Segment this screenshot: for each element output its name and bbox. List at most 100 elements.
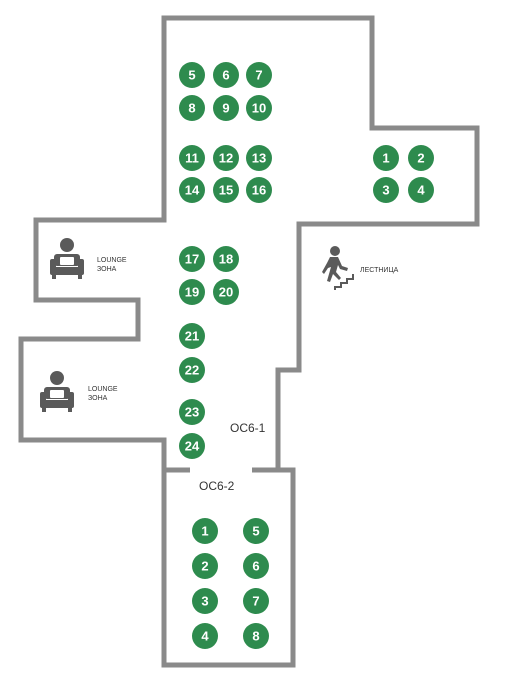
desk-marker [179,399,205,425]
desk-marker [213,95,239,121]
desk-number: 23 [185,405,199,420]
oc6-1-desk-7[interactable]: 7 [246,62,272,88]
oc6-1-desk-19[interactable]: 19 [179,279,205,305]
desk-marker [213,246,239,272]
stairs-icon [322,246,354,290]
oc6-1-desk-5[interactable]: 5 [179,62,205,88]
oc6-1-desk-4[interactable]: 4 [408,177,434,203]
desk-marker [243,518,269,544]
desk-marker [246,145,272,171]
lounge-armchair-icon [50,238,84,279]
desk-marker [179,177,205,203]
oc6-1-desk-15[interactable]: 15 [213,177,239,203]
oc6-1-desk-16[interactable]: 16 [246,177,272,203]
desk-marker [179,279,205,305]
desk-number: 15 [219,183,233,198]
oc6-1-desk-3[interactable]: 3 [373,177,399,203]
oc6-1-desk-22[interactable]: 22 [179,357,205,383]
desk-marker [192,518,218,544]
wall-oc6-1 [18,15,480,470]
stairs-label: ЛЕСТНИЦА [360,267,399,274]
desk-number: 7 [255,68,262,83]
oc6-1-desk-23[interactable]: 23 [179,399,205,425]
desk-number: 2 [201,559,208,574]
desk-number: 13 [252,151,266,166]
desk-number: 14 [185,183,200,198]
desk-number: 9 [222,101,229,116]
oc6-1-desk-14[interactable]: 14 [179,177,205,203]
desk-number: 4 [201,629,209,644]
oc6-2-desk-6[interactable]: 6 [243,553,269,579]
oc6-1-desk-8[interactable]: 8 [179,95,205,121]
oc6-2-desk-7[interactable]: 7 [243,588,269,614]
desk-marker [192,553,218,579]
desk-number: 12 [219,151,233,166]
desk-marker [246,177,272,203]
desk-number: 5 [188,68,195,83]
desk-number: 3 [201,594,208,609]
desk-marker [179,357,205,383]
desk-number: 20 [219,285,233,300]
oc6-2-desk-4[interactable]: 4 [192,623,218,649]
desk-marker [373,177,399,203]
desk-marker [213,145,239,171]
desk-number: 8 [252,629,259,644]
desk-marker [243,588,269,614]
oc6-2-desk-5[interactable]: 5 [243,518,269,544]
desk-marker [179,62,205,88]
desk-number: 1 [382,151,389,166]
oc6-1-desk-13[interactable]: 13 [246,145,272,171]
desk-marker [246,62,272,88]
lounge-armchair-icon [40,371,74,412]
zone-label-oc6-2: ОС6-2 [199,479,235,493]
desk-number: 19 [185,285,199,300]
lounge-bottom-line1: LOUNGE [88,386,118,393]
desk-number: 10 [252,101,266,116]
desk-number: 17 [185,252,199,267]
desk-number: 6 [222,68,229,83]
desk-marker [373,145,399,171]
oc6-1-desk-9[interactable]: 9 [213,95,239,121]
desk-number: 2 [417,151,424,166]
oc6-1-desk-12[interactable]: 12 [213,145,239,171]
oc6-1-desk-20[interactable]: 20 [213,279,239,305]
desk-marker [246,95,272,121]
oc6-2-desk-3[interactable]: 3 [192,588,218,614]
desk-number: 8 [188,101,195,116]
oc6-1-desk-1[interactable]: 1 [373,145,399,171]
desk-number: 4 [417,183,425,198]
desk-marker [213,279,239,305]
oc6-2-desk-8[interactable]: 8 [243,623,269,649]
oc6-1-desk-6[interactable]: 6 [213,62,239,88]
desk-number: 3 [382,183,389,198]
desk-marker [179,145,205,171]
desk-marker [243,553,269,579]
desk-number: 1 [201,524,208,539]
zone-label-oc6-1: ОС6-1 [230,421,266,435]
desk-number: 6 [252,559,259,574]
desk-number: 5 [252,524,259,539]
desk-marker [213,62,239,88]
oc6-1-desk-17[interactable]: 17 [179,246,205,272]
oc6-1-desk-21[interactable]: 21 [179,323,205,349]
oc6-1-desk-24[interactable]: 24 [179,433,205,459]
oc6-1-desk-10[interactable]: 10 [246,95,272,121]
desk-marker [192,588,218,614]
oc6-2-desk-1[interactable]: 1 [192,518,218,544]
desk-number: 21 [185,329,199,344]
desk-number: 16 [252,183,266,198]
desk-marker [179,433,205,459]
lounge-top-line1: LOUNGE [97,257,127,264]
desk-marker [408,177,434,203]
oc6-2-desk-2[interactable]: 2 [192,553,218,579]
oc6-1-desk-18[interactable]: 18 [213,246,239,272]
oc6-1-desk-2[interactable]: 2 [408,145,434,171]
desk-marker [408,145,434,171]
oc6-1-desk-11[interactable]: 11 [179,145,205,171]
desk-marker [213,177,239,203]
desk-marker [243,623,269,649]
desk-marker [179,246,205,272]
lounge-top-line2: ЗОНА [97,266,117,273]
